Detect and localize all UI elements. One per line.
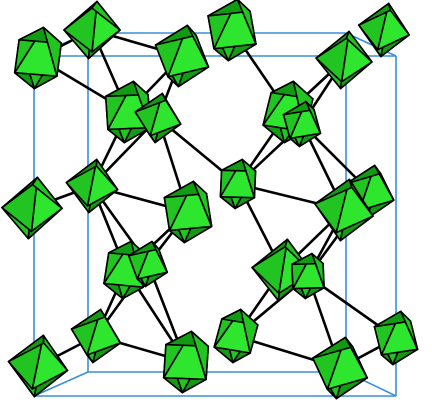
- octahedron-face: [239, 308, 259, 354]
- octahedron: [7, 334, 69, 398]
- octahedron: [291, 252, 325, 300]
- octahedron-face: [95, 158, 119, 191]
- cell-depth-edge: [33, 371, 89, 397]
- octahedron-face: [373, 164, 395, 202]
- octahedron: [312, 336, 368, 400]
- octahedron-face: [387, 2, 411, 36]
- octahedron: [1, 176, 63, 240]
- octahedron-face: [344, 336, 368, 379]
- octahedron: [219, 158, 257, 210]
- octahedron-face: [192, 180, 213, 228]
- octahedron: [13, 26, 63, 90]
- octahedron: [314, 178, 374, 242]
- octahedron-face: [190, 330, 210, 381]
- octahedron-face: [99, 308, 122, 344]
- octahedron-face: [186, 24, 210, 68]
- octahedron-face: [42, 334, 69, 372]
- octahedron-face: [311, 252, 325, 289]
- octahedron: [357, 2, 411, 58]
- octahedron-face: [91, 0, 121, 31]
- octahedron: [63, 0, 121, 60]
- octahedra: [1, 0, 419, 400]
- octahedron-face: [151, 240, 169, 274]
- octahedron: [282, 100, 322, 148]
- octahedron: [315, 30, 373, 90]
- octahedron-face: [161, 92, 182, 125]
- octahedron-face: [399, 310, 419, 351]
- octahedron: [65, 158, 119, 214]
- octahedron-face: [348, 178, 374, 217]
- octahedron: [154, 24, 210, 88]
- octahedron: [134, 92, 182, 144]
- octahedron-face: [42, 26, 63, 77]
- octahedron: [213, 308, 259, 364]
- octahedron-face: [31, 176, 63, 210]
- octahedron: [70, 308, 122, 364]
- octahedron-face: [345, 30, 373, 63]
- octahedron: [127, 240, 169, 288]
- octahedron: [373, 310, 419, 366]
- octahedron-face: [241, 158, 257, 199]
- octahedron-face: [305, 100, 322, 135]
- octahedron-face: [236, 0, 257, 45]
- octahedron: [162, 330, 210, 394]
- octahedron: [207, 0, 257, 62]
- octahedron: [163, 180, 213, 244]
